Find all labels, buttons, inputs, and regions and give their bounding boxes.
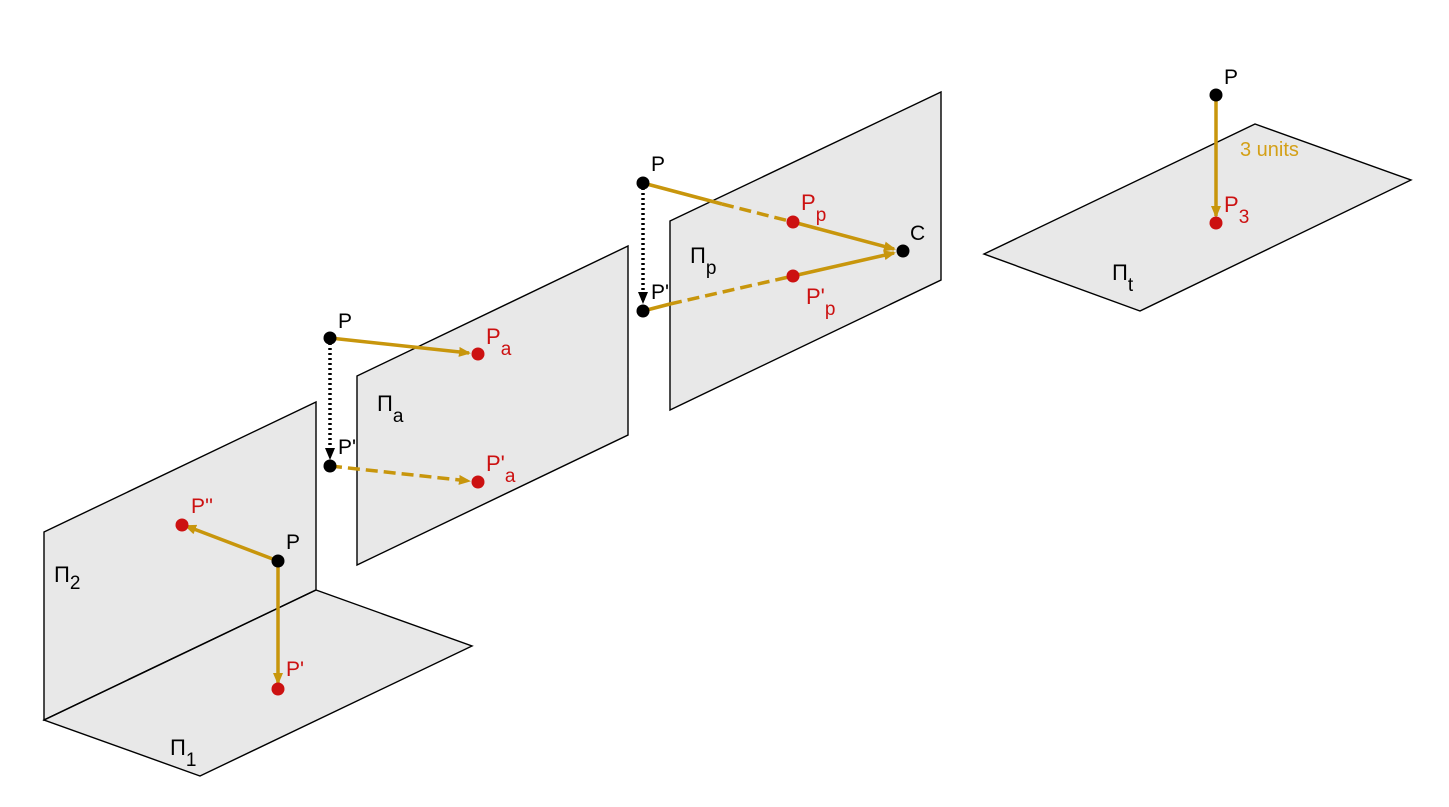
point-p3: [1209, 216, 1223, 230]
label-pp-prime: P'p: [806, 284, 835, 320]
label-plane-pi1: Π1: [170, 735, 196, 771]
axonometric-projection-group: P P' Pa P'a Πa: [323, 244, 629, 567]
label-pa: Pa: [486, 324, 512, 360]
label-p-front: P': [286, 658, 304, 681]
label-plane-pi2: Π2: [54, 562, 80, 594]
perspective-projection-group: P P' C Pp P'p Πp: [636, 90, 942, 412]
label-distance: 3 units: [1240, 139, 1299, 161]
point-pa-prime: [471, 475, 485, 489]
plane-pia: [356, 244, 629, 567]
label-p: P: [1224, 66, 1238, 89]
projection-arrow-p-to-side: [184, 524, 279, 563]
plane-pit: [982, 123, 1413, 312]
label-p3: P3: [1224, 192, 1249, 228]
label-p: P: [338, 310, 352, 333]
label-pp: Pp: [801, 190, 826, 226]
label-p: P: [286, 531, 300, 554]
label-pa-prime: P'a: [486, 451, 516, 487]
label-plane-pit: Πt: [1112, 260, 1134, 296]
label-p-prime: P': [338, 436, 356, 459]
label-plane-pia: Πa: [377, 391, 404, 427]
point-p-front: [271, 682, 285, 696]
point-p-side: [175, 518, 189, 532]
point-p: [323, 331, 337, 345]
label-c: C: [910, 222, 925, 245]
projection-ray-pp-to-c: [792, 220, 896, 252]
point-pp: [786, 215, 800, 229]
projection-ray-p-prime-hidden: [669, 274, 794, 306]
projection-ray-pp-prime-to-c: [792, 250, 896, 278]
plane-intersection-line: [43, 589, 317, 721]
projection-ray-p-hidden: [721, 202, 794, 224]
point-c: [896, 244, 910, 258]
projection-arrow-p-to-pa: [329, 336, 471, 357]
projection-arrow-p-prime-to-pa-prime: [329, 464, 471, 485]
projection-ray-p-front: [642, 181, 723, 206]
point-p: [636, 176, 650, 190]
orthogonal-projection-group: P P'' P' Π2 Π1: [42, 400, 474, 777]
point-p: [1209, 88, 1223, 102]
point-p: [271, 554, 285, 568]
point-pa: [471, 347, 485, 361]
label-p-side: P'': [191, 495, 213, 518]
plane-pip: [669, 90, 942, 412]
point-p-prime: [323, 459, 337, 473]
label-p-prime: P': [651, 281, 669, 304]
label-p: P: [651, 153, 665, 176]
point-p-prime: [636, 304, 650, 318]
point-pp-prime: [786, 269, 800, 283]
label-plane-pip: Πp: [690, 243, 716, 279]
translation-group: P 3 units P3 Πt: [982, 66, 1413, 312]
